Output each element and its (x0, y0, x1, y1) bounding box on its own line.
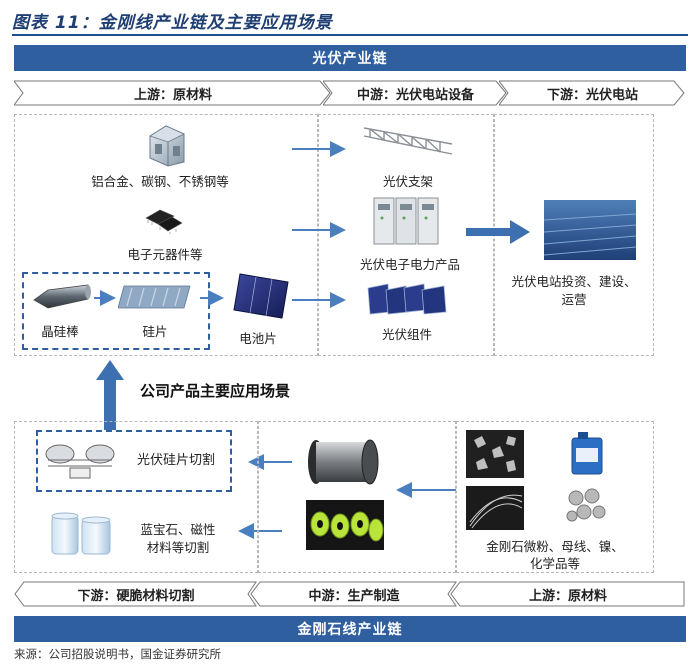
bottom-stage-midstream-label: 中游：生产制造 (308, 588, 400, 604)
plant-label-line1: 光伏电站投资、建设、 (511, 274, 637, 289)
sapphire-label-line2: 材料等切割 (146, 540, 210, 555)
chemical-container-icon (571, 432, 603, 475)
wire-spool-icon (308, 439, 379, 485)
aluminum-label: 铝合金、碳钢、不锈钢等 (91, 174, 229, 189)
chevron-shape (499, 80, 685, 106)
silicon-wafer-icon (118, 285, 191, 309)
aluminum-profile-icon (149, 125, 185, 167)
top-stage-upstream: 上游：原材料 (14, 80, 332, 106)
top-stage-downstream-label: 下游：光伏电站 (546, 87, 638, 103)
bottom-upstream-box (456, 421, 654, 573)
sapphire-label-line1: 蓝宝石、磁性 (140, 522, 216, 537)
chevron-shape (14, 80, 331, 106)
module-label: 光伏组件 (381, 327, 432, 342)
bottom-stage-upstream: 上游：原材料 (450, 581, 686, 607)
materials-label-line1: 金刚石微粉、母线、镍、 (486, 539, 624, 554)
top-stage-downstream: 下游：光伏电站 (499, 80, 686, 106)
bottom-downstream-box (14, 421, 258, 573)
source-note: 来源：公司招股说明书，国金证券研究所 (14, 647, 221, 661)
solar-cell-icon (233, 273, 289, 319)
wafer-cutting-label: 光伏硅片切割 (136, 453, 215, 468)
electronic-chip-icon (145, 209, 183, 234)
arrow-up-to-silicon (96, 360, 124, 430)
spools-production-photo-icon (306, 500, 384, 550)
diamond-wire-chain-bar: 金刚石线产业链 (14, 616, 686, 642)
pv-chain-bar: 光伏产业链 (14, 45, 686, 71)
bottom-stage-upstream-label: 上游：原材料 (528, 588, 607, 604)
chevron-shape (14, 581, 257, 607)
pv-bracket-icon (363, 127, 453, 155)
cell-label: 电池片 (239, 331, 277, 346)
nickel-pellets-icon (566, 488, 606, 522)
plant-label-line2: 运营 (561, 292, 587, 307)
electronics-label: 电子元器件等 (127, 247, 203, 262)
ingot-label: 晶硅棒 (41, 324, 79, 339)
silicon-group-box (22, 272, 210, 350)
materials-label-line2: 化学品等 (529, 556, 580, 571)
chevron-shape (250, 581, 457, 607)
bus-wire-icon (466, 486, 524, 530)
application-scenario-label: 公司产品主要应用场景 (140, 382, 291, 400)
bottom-midstream-box (258, 421, 456, 573)
top-stage-midstream-label: 中游：光伏电站设备 (356, 87, 474, 103)
pv-plant-photo-icon (544, 200, 636, 260)
power-products-label: 光伏电子电力产品 (359, 257, 460, 272)
sapphire-cylinders-icon (51, 512, 111, 555)
top-stage-midstream: 中游：光伏电站设备 (323, 80, 508, 106)
wafer-label: 硅片 (142, 324, 168, 339)
arrow-to-plant (466, 220, 530, 244)
bracket-label: 光伏支架 (382, 174, 433, 189)
chevron-shape (323, 80, 507, 106)
top-stage-upstream-label: 上游：原材料 (133, 87, 212, 103)
pv-module-icon (367, 283, 447, 315)
title-rule (12, 34, 688, 36)
chevron-shape (450, 581, 685, 607)
bottom-stage-midstream: 中游：生产制造 (250, 581, 458, 607)
bottom-stage-downstream: 下游：硬脆材料切割 (14, 581, 258, 607)
bottom-stage-downstream-label: 下游：硬脆材料切割 (77, 588, 195, 604)
figure-title: 图表 11：金刚线产业链及主要应用场景 (12, 13, 333, 33)
upstream-box (14, 114, 318, 356)
silicon-ingot-icon (33, 284, 91, 309)
wire-saw-diagram-icon (45, 444, 115, 479)
wafer-cutting-group-box (36, 430, 232, 492)
power-cabinet-icon (373, 197, 439, 245)
diamond-micropowder-icon (466, 430, 524, 478)
